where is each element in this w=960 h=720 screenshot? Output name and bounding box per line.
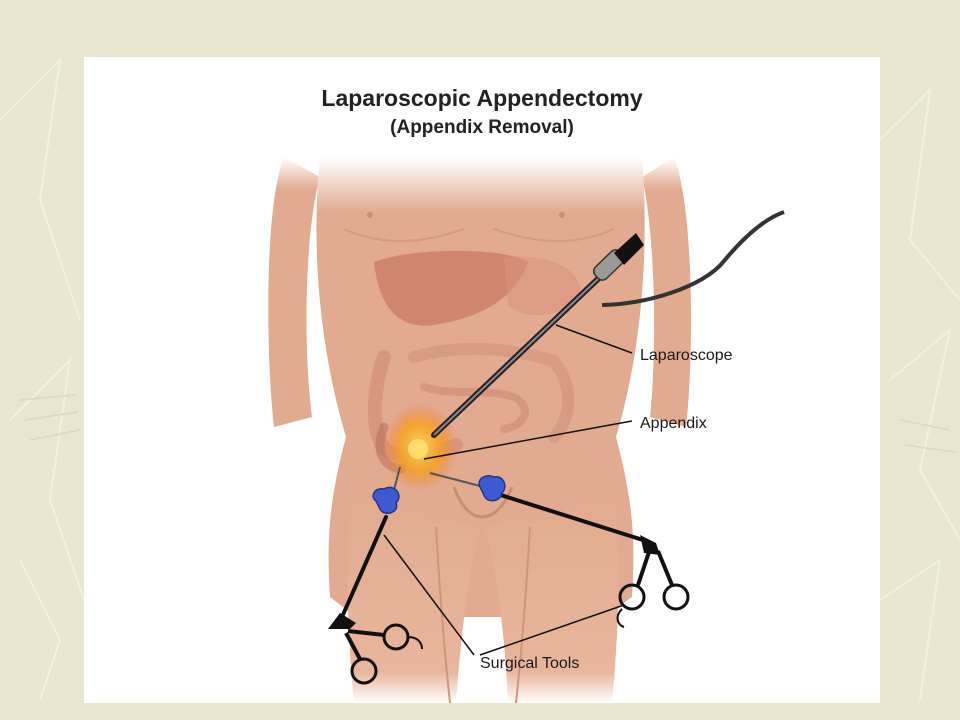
label-appendix: Appendix xyxy=(640,415,707,432)
callout-lines xyxy=(383,324,633,656)
label-laparoscope: Laparoscope xyxy=(640,347,733,364)
label-surgical-tools: Surgical Tools xyxy=(480,655,579,672)
surgical-grasper-icon xyxy=(429,472,690,628)
laparoscopy-diagram: Laparoscope Appendix Surgical Tools xyxy=(268,157,785,703)
trocar-port-icon xyxy=(478,475,506,502)
surgical-grasper-icon xyxy=(328,466,423,685)
diagram-subtitle: (Appendix Removal) xyxy=(390,117,574,138)
diagram-title: Laparoscopic Appendectomy xyxy=(321,85,643,111)
torso-illustration xyxy=(268,157,691,703)
trocar-port-icon xyxy=(372,486,400,514)
illustration-panel: Laparoscope Appendix Surgical Tools Lapa… xyxy=(84,57,880,703)
laparoscope-icon xyxy=(431,210,785,438)
